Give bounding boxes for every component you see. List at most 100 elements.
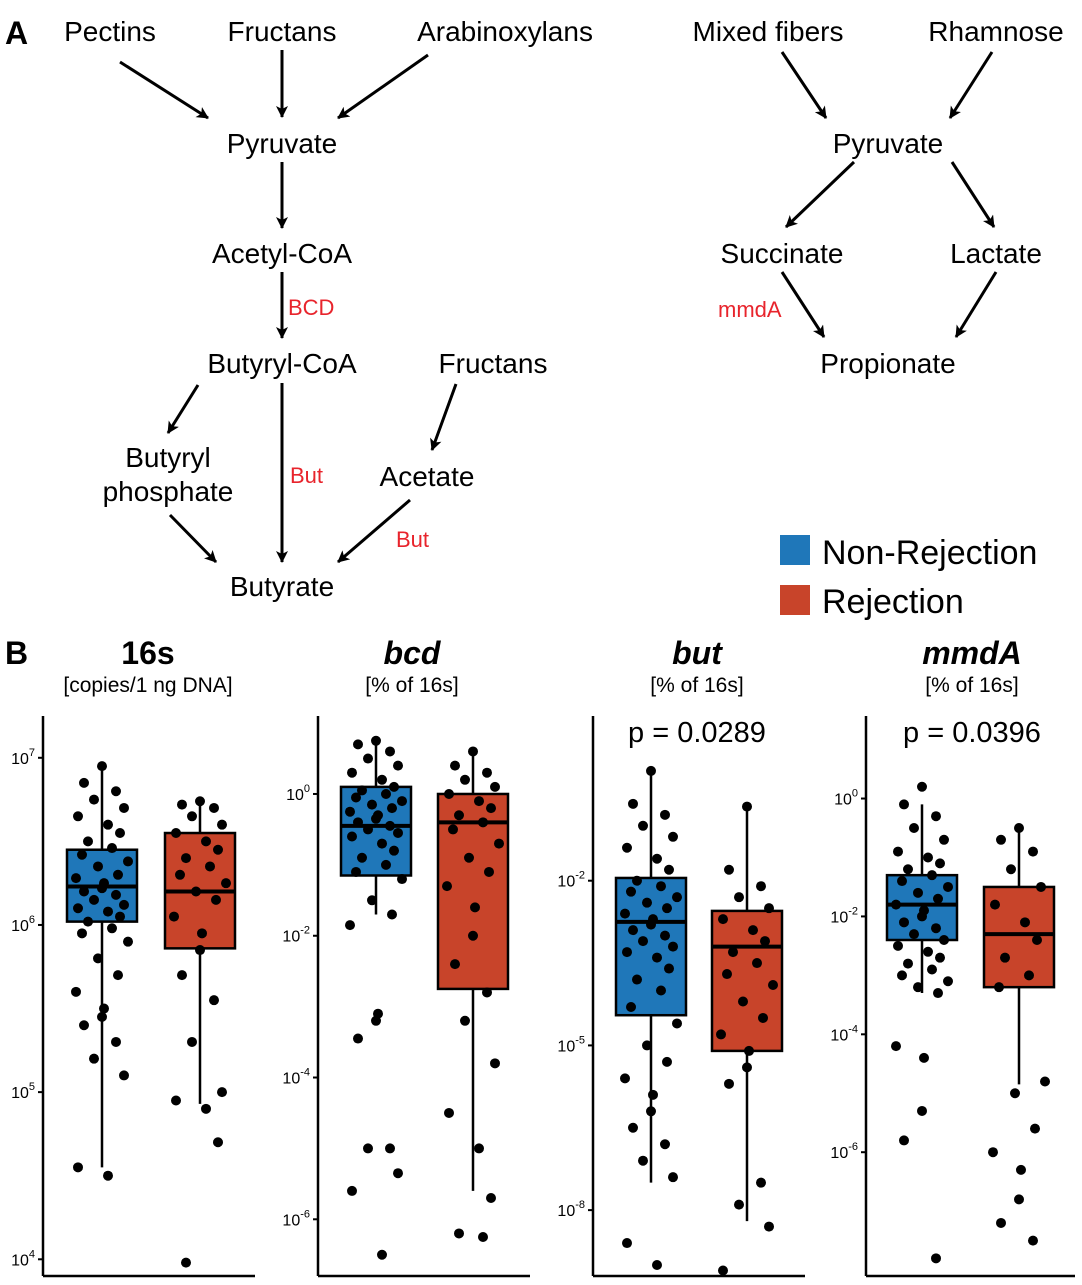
data-point-rejection: [718, 914, 728, 925]
data-point-non-rejection: [97, 761, 107, 772]
data-point-non-rejection: [123, 856, 133, 867]
data-point-non-rejection: [891, 1041, 901, 1052]
data-point-rejection: [742, 1062, 752, 1073]
data-point-non-rejection: [923, 946, 933, 957]
data-point-non-rejection: [353, 1033, 363, 1044]
node-pyruvate-left: Pyruvate: [227, 128, 338, 159]
data-point-non-rejection: [377, 774, 387, 785]
data-point-rejection: [217, 1087, 227, 1098]
data-point-non-rejection: [931, 1253, 941, 1264]
data-point-rejection: [756, 881, 766, 892]
chart-title-but: but: [672, 635, 723, 671]
data-point-non-rejection: [652, 1260, 662, 1271]
legend: Non-Rejection Rejection: [780, 534, 1037, 621]
node-butyryl-coa: Butyryl-CoA: [207, 348, 357, 379]
data-point-rejection: [1036, 881, 1046, 892]
data-point-non-rejection: [89, 894, 99, 905]
data-point-non-rejection: [347, 767, 357, 778]
y-tick-label: 10-2: [830, 905, 858, 926]
data-point-non-rejection: [897, 876, 907, 887]
node-butyryl-phosphate-line1: Butyryl: [125, 442, 211, 473]
data-point-non-rejection: [628, 925, 638, 936]
data-point-rejection: [191, 886, 201, 897]
data-point-non-rejection: [97, 1011, 107, 1022]
node-butyrate: Butyrate: [230, 571, 334, 602]
data-point-non-rejection: [397, 796, 407, 807]
data-point-rejection: [217, 819, 227, 830]
data-point-non-rejection: [899, 917, 909, 928]
data-point-non-rejection: [899, 1135, 909, 1146]
data-point-rejection: [187, 1036, 197, 1047]
pathway-arrows-left: [119, 50, 458, 564]
data-point-non-rejection: [660, 1139, 670, 1150]
data-point-non-rejection: [393, 827, 403, 838]
data-point-non-rejection: [347, 1185, 357, 1196]
data-point-rejection: [171, 1095, 181, 1106]
data-point-rejection: [201, 1103, 211, 1114]
data-point-rejection: [1006, 864, 1016, 875]
enzyme-but-1: But: [290, 463, 323, 488]
data-point-non-rejection: [393, 1168, 403, 1179]
legend-swatch-rejection: [780, 585, 810, 615]
enzyme-bcd: BCD: [288, 295, 334, 320]
panel-b-label: B: [5, 635, 28, 671]
data-point-rejection: [768, 980, 778, 991]
data-point-non-rejection: [79, 777, 89, 788]
data-point-non-rejection: [903, 864, 913, 875]
data-point-non-rejection: [371, 735, 381, 746]
data-point-rejection: [442, 881, 452, 892]
data-point-rejection: [724, 1078, 734, 1089]
y-tick-label: 100: [286, 783, 310, 804]
y-tick-label: 10-6: [282, 1208, 310, 1229]
chart-titles: 16s bcd but mmdA: [121, 635, 1021, 671]
data-point-rejection: [171, 828, 181, 839]
enzyme-but-2: But: [396, 527, 429, 552]
data-point-rejection: [450, 760, 460, 771]
data-point-rejection: [722, 969, 732, 980]
data-point-rejection: [205, 861, 215, 872]
arrow-pectins-pyruvate: [119, 60, 209, 120]
data-point-non-rejection: [381, 859, 391, 870]
data-point-rejection: [1014, 823, 1024, 833]
boxplot-but: 10-810-510-2: [557, 716, 805, 1278]
data-point-non-rejection: [387, 803, 397, 814]
data-point-non-rejection: [357, 852, 367, 863]
data-point-rejection: [728, 947, 738, 958]
data-point-rejection: [1030, 1123, 1040, 1134]
data-point-non-rejection: [622, 842, 632, 853]
data-point-non-rejection: [913, 982, 923, 993]
data-point-rejection: [197, 928, 207, 939]
data-point-non-rejection: [626, 1001, 636, 1012]
data-point-non-rejection: [93, 861, 103, 872]
data-point-non-rejection: [899, 799, 909, 810]
data-point-rejection: [468, 746, 478, 757]
data-point-rejection: [201, 836, 211, 847]
data-point-rejection: [213, 844, 223, 855]
data-point-rejection: [1024, 970, 1034, 981]
data-point-non-rejection: [913, 887, 923, 898]
y-tick-label: 104: [11, 1248, 35, 1269]
arrow-mixedfibers-pyruvate: [780, 51, 828, 119]
data-point-non-rejection: [73, 811, 83, 822]
data-point-non-rejection: [363, 1143, 373, 1154]
arrow-pyruvate-succinate: [784, 160, 856, 229]
data-point-non-rejection: [119, 899, 129, 910]
data-point-non-rejection: [646, 765, 656, 776]
data-point-non-rejection: [381, 788, 391, 799]
arrow-acetate-butyrate: [337, 498, 411, 564]
data-point-rejection: [209, 995, 219, 1006]
data-point-non-rejection: [99, 1003, 109, 1014]
propionate-pathway: Mixed fibers Rhamnose Pyruvate Succinate…: [693, 16, 1064, 379]
data-point-rejection: [1028, 1235, 1038, 1246]
enzyme-labels-left: BCD But But: [288, 295, 429, 552]
data-point-non-rejection: [353, 739, 363, 750]
node-butyryl-phosphate-line2: phosphate: [103, 476, 234, 507]
data-point-non-rejection: [123, 936, 133, 947]
enzyme-mmda: mmdA: [718, 297, 782, 322]
data-point-non-rejection: [79, 886, 89, 897]
data-point-rejection: [486, 1193, 496, 1204]
data-point-non-rejection: [73, 1162, 83, 1173]
data-point-non-rejection: [897, 970, 907, 981]
data-point-rejection: [221, 878, 231, 889]
